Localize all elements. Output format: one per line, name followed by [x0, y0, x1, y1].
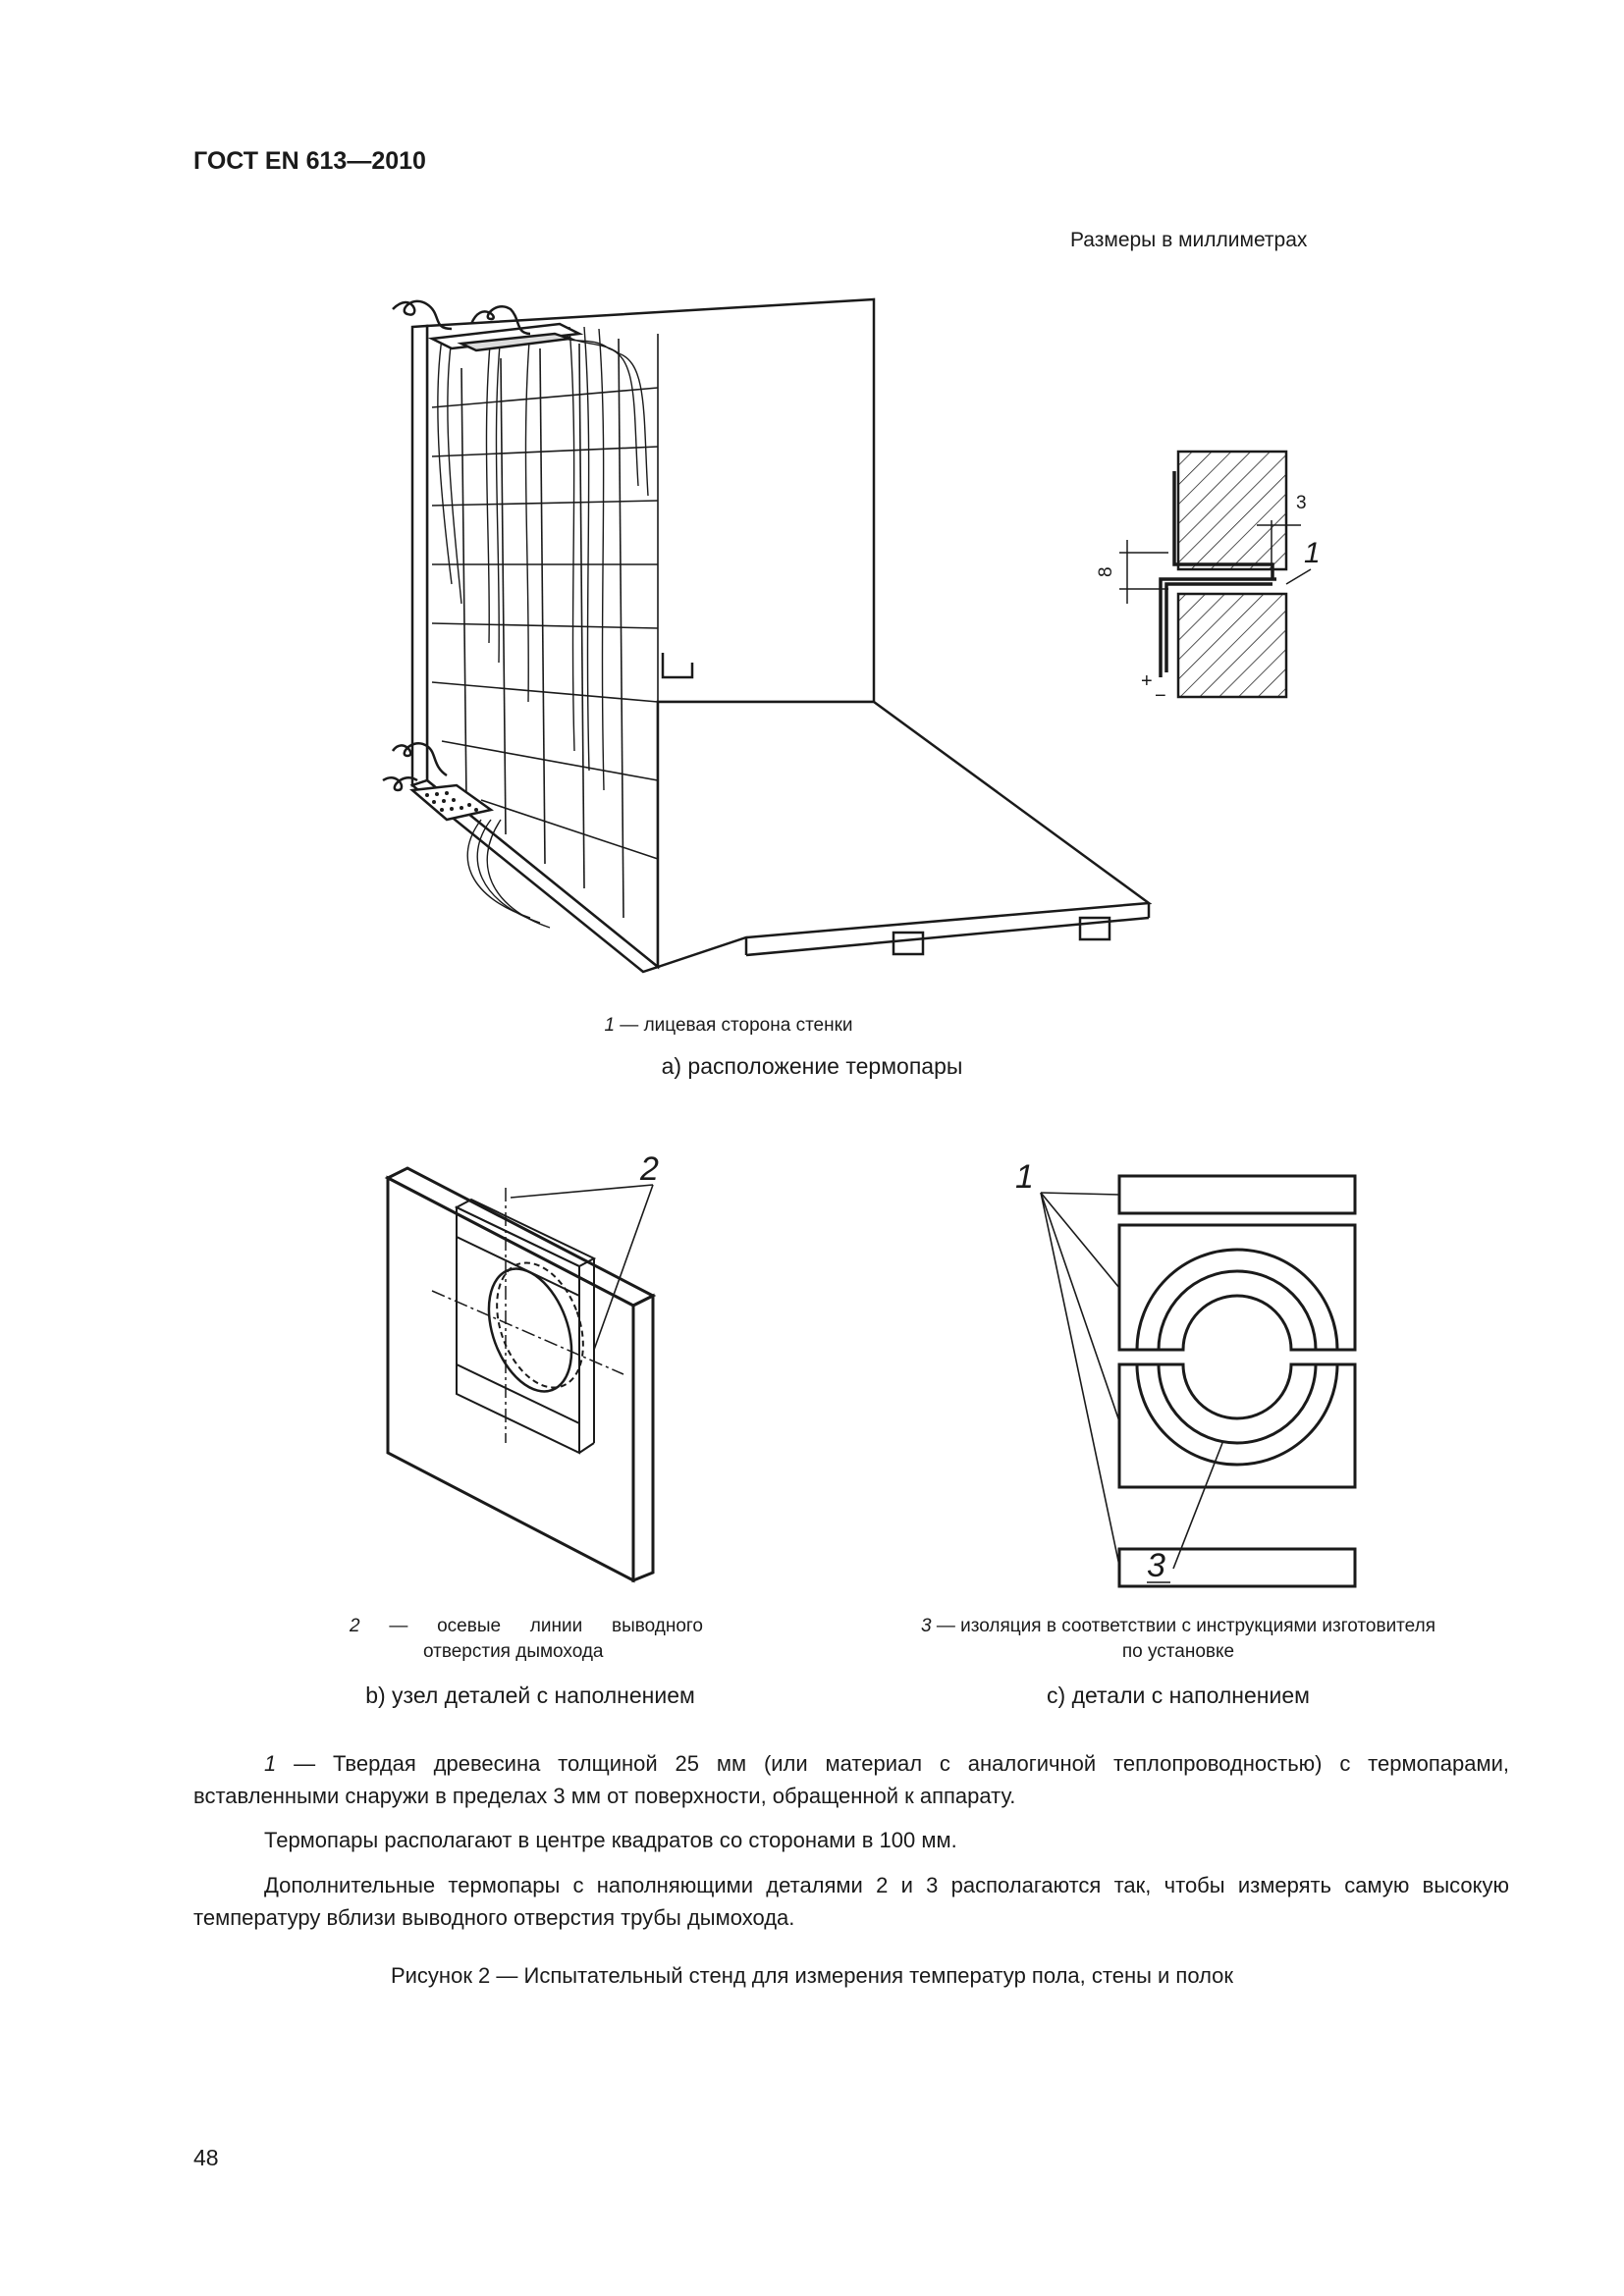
- figure-a-test-stand: [382, 297, 1153, 974]
- dim-3-label: 3: [1296, 493, 1307, 513]
- figure-b-legend-line2: отверстия дымохода: [423, 1641, 604, 1662]
- dim-8-label: 8: [1096, 566, 1116, 577]
- callout-1-label-c: 1: [1015, 1158, 1034, 1196]
- paragraph-1: 1 — Твердая древесина толщиной 25 мм (ил…: [193, 1747, 1509, 1812]
- paragraph-1-num: 1: [264, 1751, 277, 1776]
- callout-3-label: 3: [1147, 1547, 1165, 1584]
- minus-sign: −: [1155, 685, 1166, 707]
- document-id: ГОСТ EN 613—2010: [193, 147, 426, 175]
- figure-title: Рисунок 2 — Испытательный стенд для изме…: [390, 1963, 1234, 1988]
- figure-c-legend-line2: по установке: [1121, 1641, 1235, 1662]
- figure-c-caption: с) детали с наполнением: [1047, 1682, 1310, 1708]
- paragraph-1-text: — Твердая древесина толщиной 25 мм (или …: [193, 1751, 1509, 1808]
- figure-b-caption: b) узел деталей с наполнением: [365, 1682, 695, 1708]
- figure-a-caption: а) расположение термопары: [661, 1053, 963, 1079]
- figure-b-legend-text: — осевые линии выводного: [359, 1616, 703, 1636]
- figure-c-legend-num: 3: [921, 1616, 932, 1636]
- figure-c-legend-line1: 3 — изоляция в соответствии с инструкция…: [864, 1616, 1492, 1637]
- callout-2-label: 2: [639, 1150, 659, 1188]
- figure-b-assembly: 2: [384, 1150, 659, 1583]
- figure-c-legend-text: — изоляция в соответствии с инструкциями…: [931, 1616, 1435, 1636]
- figure-a-detail-section: 3 8 1 + −: [1096, 450, 1321, 707]
- figure-c-parts: 1 3: [1015, 1158, 1357, 1588]
- page-number: 48: [193, 2145, 219, 2170]
- callout-1-label: 1: [1304, 537, 1321, 569]
- paragraph-3: Дополнительные термопары с наполняющими …: [193, 1873, 1509, 1930]
- units-note: Размеры в миллиметрах: [1070, 229, 1308, 251]
- figure-b-legend-line1: 2 — осевые линии выводного: [350, 1616, 703, 1637]
- plus-sign: +: [1141, 670, 1153, 692]
- figure-b-legend-num: 2: [350, 1616, 360, 1636]
- figure-a-legend: 1 — лицевая сторона стенки: [0, 1015, 1624, 1037]
- figure-a-legend-num: 1: [604, 1015, 616, 1036]
- paragraph-2: Термопары располагают в центре квадратов…: [264, 1828, 957, 1852]
- figure-a-legend-text: — лицевая сторона стенки: [615, 1015, 853, 1036]
